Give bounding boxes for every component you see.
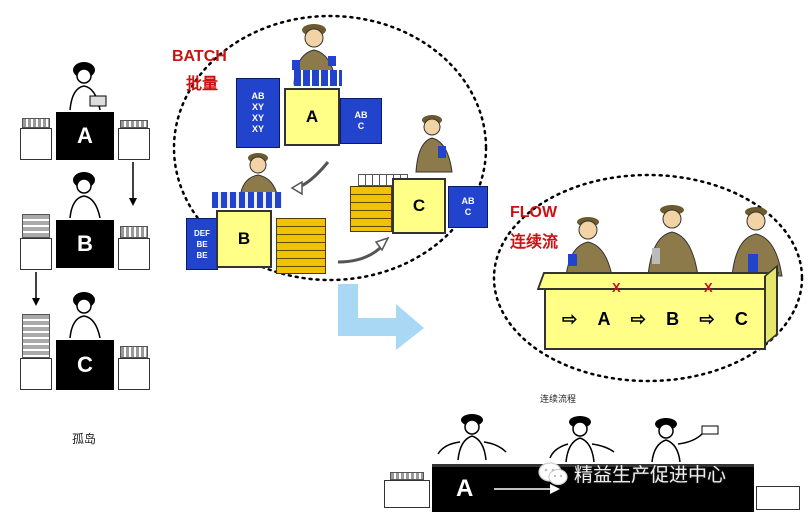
batch-stack-c-right-line-2: C: [464, 207, 472, 217]
flow-mark-1: X: [612, 280, 621, 295]
watermark-text: 精益生产促进中心: [574, 464, 727, 486]
inventory-box-c-left: [20, 358, 52, 390]
curved-arrow-b-to-c-head: [374, 236, 390, 252]
batch-station-a: A: [284, 88, 340, 146]
isolated-caption: 孤岛: [72, 432, 97, 446]
chat-icon: [538, 461, 568, 485]
batch-stack-c-right-line-1: AB: [461, 196, 475, 206]
batch-stack-a-left-line-1: AB: [251, 91, 265, 101]
worker-figure-c: [69, 292, 101, 339]
station-label-a: A: [77, 123, 93, 148]
station-desk-a: A: [56, 112, 114, 160]
inventory-stack-a-right: [120, 120, 148, 128]
batch-stack-b-left-line-1: DEF: [194, 228, 210, 238]
flow-dotted-circle: [492, 173, 804, 383]
batch-stack-c-left: [350, 186, 392, 232]
batch-stack-b-left-line-3: BE: [196, 250, 208, 260]
flow-worker-3: [731, 207, 783, 277]
arrow-a-to-b-head: [129, 198, 137, 206]
batch-parts-a: [294, 70, 342, 86]
continuous-caption: 连续流程: [540, 395, 577, 405]
inventory-stack-b-left: [22, 214, 50, 238]
flow-mark-2: X: [704, 280, 713, 295]
batch-stack-b-left-line-2: BE: [196, 239, 208, 249]
batch-stack-a-left-line-4: XY: [251, 124, 264, 134]
flow-worker-1: [565, 217, 613, 277]
worker-figure-b: [69, 172, 101, 219]
inventory-box-c-right: [118, 358, 150, 390]
inventory-box-a-left: [20, 128, 52, 160]
batch-station-c: C: [392, 178, 446, 234]
station-desk-b: B: [56, 220, 114, 268]
continuous-inventory-box: [384, 480, 430, 508]
batch-title-en: BATCH: [172, 48, 227, 65]
continuous-worker-2: [549, 416, 615, 463]
continuous-worker-3: [651, 418, 719, 463]
station-label-b: B: [77, 231, 93, 256]
inventory-stack-a-left: [22, 118, 50, 128]
flow-title-cn: 连续流: [510, 234, 559, 251]
continuous-output-box: [756, 486, 800, 510]
isolated-arrows: [32, 162, 137, 306]
curved-arrow-b-to-c: [337, 242, 386, 264]
flow-station-c: C: [734, 308, 748, 329]
flow-worker-2: [647, 205, 699, 277]
inventory-box-b-right: [118, 238, 150, 270]
batch-stack-a-right-line-1: AB: [354, 110, 368, 120]
inventory-stack-c-left: [22, 314, 50, 358]
watermark: 精益生产促进中心: [538, 460, 726, 487]
batch-station-label-c: C: [412, 196, 426, 215]
flow-arrow-2: ⇨: [630, 308, 646, 329]
batch-worker-c: [415, 115, 453, 173]
inventory-box-a-right: [118, 128, 150, 160]
flow-station-b: B: [666, 308, 680, 329]
flow-table-side: [764, 264, 778, 346]
continuous-worker-1: [437, 414, 507, 461]
inventory-stack-c-right: [120, 346, 148, 358]
flow-arrow-3: ⇨: [699, 308, 715, 329]
station-label-c: C: [77, 352, 93, 377]
station-desk-c: C: [56, 340, 114, 390]
flow-arrow-1: ⇨: [562, 308, 578, 329]
batch-stack-a-right: AB C: [340, 98, 382, 144]
continuous-inventory-stack: [390, 472, 424, 480]
batch-stack-a-left-line-3: XY: [251, 113, 264, 123]
batch-station-b: B: [216, 210, 272, 268]
batch-parts-b: [212, 192, 282, 208]
flow-title-en: FLOW: [510, 204, 558, 221]
worker-figure-a: [69, 62, 107, 111]
batch-station-label-b: B: [237, 229, 251, 248]
inventory-stack-b-right: [120, 226, 148, 238]
transition-arrow: [338, 284, 424, 350]
batch-dotted-circle: [172, 14, 488, 282]
continuous-station-label: A: [456, 475, 474, 502]
flow-table-front: ⇨ A ⇨ B ⇨ C: [544, 288, 766, 350]
continuous-bench-arrow: [494, 484, 560, 494]
flow-station-a: A: [597, 308, 611, 329]
batch-stack-a-left-line-2: XY: [251, 102, 264, 112]
arrow-b-to-c-head: [32, 298, 40, 306]
batch-stack-b-left: DEF BE BE: [186, 218, 218, 270]
continuous-station-bench: A: [432, 464, 754, 512]
batch-stack-a-right-line-2: C: [357, 121, 365, 131]
inventory-box-b-left: [20, 238, 52, 270]
batch-stack-a-left: AB XY XY XY: [236, 78, 280, 148]
batch-curved-arrows: [290, 161, 390, 264]
curved-arrow-a-to-b-head: [290, 180, 303, 196]
batch-stack-c-right: AB C: [448, 186, 488, 228]
batch-station-label-a: A: [305, 107, 319, 126]
batch-stack-b-right: [276, 218, 326, 274]
batch-title-cn: 批量: [186, 76, 219, 93]
